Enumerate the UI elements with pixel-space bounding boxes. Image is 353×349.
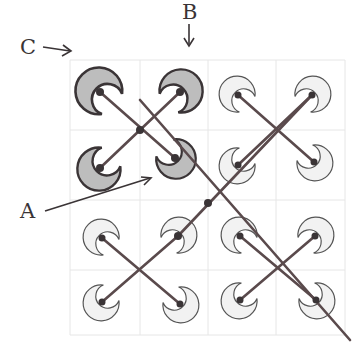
leader-line — [43, 24, 194, 211]
rod — [100, 92, 350, 340]
callout-letter: C — [20, 37, 36, 58]
crescent — [76, 69, 343, 331]
crescent-shaded — [66, 58, 212, 200]
grid — [70, 60, 345, 335]
callout-letter: B — [182, 2, 197, 23]
callout-letter: A — [20, 201, 35, 222]
pivot-dot — [96, 88, 320, 308]
